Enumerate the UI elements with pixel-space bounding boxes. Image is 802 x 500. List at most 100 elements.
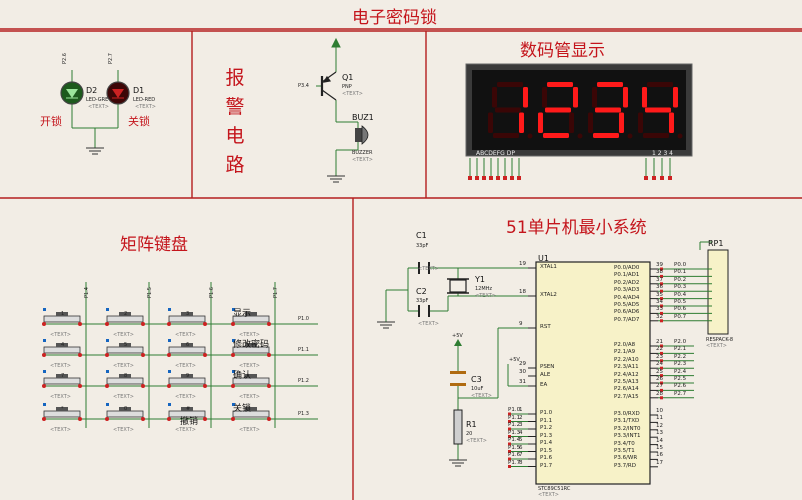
key-text: <TEXT> xyxy=(239,332,260,338)
p1-net-label: P1.0 xyxy=(508,407,521,413)
chip-right-pin-name: P0.3/AD3 xyxy=(614,287,640,294)
chip-right-pin-num: 24 xyxy=(656,361,663,368)
c3-ref: C3 xyxy=(471,375,482,384)
port-pin-end xyxy=(660,297,663,301)
d2-text: <TEXT> xyxy=(88,104,109,110)
segment-2-e xyxy=(538,112,543,133)
chip-left-pin-num: 7 xyxy=(519,452,523,458)
key-marker xyxy=(106,403,109,406)
p1-stub-end xyxy=(508,457,511,461)
q1-ref: Q1 xyxy=(342,73,354,82)
key-pin-right xyxy=(78,384,82,388)
chip-right-pin-num: 28 xyxy=(656,390,663,397)
c1-ref: C1 xyxy=(416,231,427,240)
p1-net-label: P1.5 xyxy=(508,444,521,451)
dp-3 xyxy=(627,133,633,139)
chip-right-pin-name: P0.4/AD4 xyxy=(614,294,640,301)
chip-right-pin-name: P2.2/A10 xyxy=(614,356,639,363)
d2-caption: 开锁 xyxy=(40,115,62,128)
mcu-parts xyxy=(418,249,729,485)
d1-part: LED-RED xyxy=(133,97,156,103)
key-label: 1 xyxy=(61,311,65,317)
buz-part: BUZZER xyxy=(352,150,373,156)
port-net-label: P0.0 xyxy=(674,262,687,268)
key-pin-right xyxy=(141,353,145,357)
chip-right-pin-num: 36 xyxy=(656,284,663,291)
d1-net: P2.7 xyxy=(108,53,114,64)
p1-net-label: P1.7 xyxy=(508,459,521,466)
key-pin-right xyxy=(267,384,271,388)
seg-pin-end xyxy=(468,176,472,180)
key-cap xyxy=(56,312,68,316)
key-text: <TEXT> xyxy=(50,427,71,433)
chip-right-pin-name: P0.1/AD1 xyxy=(614,272,640,279)
key-marker xyxy=(106,339,109,342)
key-pin-right xyxy=(141,322,145,326)
key-label: 9 xyxy=(186,373,190,379)
key-label: 显示 xyxy=(233,309,252,319)
key-label: 5 xyxy=(124,342,128,348)
segment-3-e xyxy=(588,112,593,133)
key-pin-left xyxy=(167,384,171,388)
p1-stub-end xyxy=(508,442,511,446)
key-marker xyxy=(43,308,46,311)
chip-left-pin-num: 9 xyxy=(519,321,523,327)
com-pin-end xyxy=(644,176,648,180)
segment-2-b xyxy=(573,87,578,108)
seg-pin-end xyxy=(482,176,486,180)
chip-text: <TEXT> xyxy=(538,492,559,498)
q1-text: <TEXT> xyxy=(342,91,363,97)
d2-net: P2.6 xyxy=(62,53,68,64)
segment-4-e xyxy=(638,112,643,133)
key-pin-right xyxy=(78,322,82,326)
port-net-label: P0.7 xyxy=(674,313,687,320)
port-pin-end xyxy=(660,344,663,348)
display-panel-title: 数码管显示 xyxy=(520,41,605,61)
segment-1-c xyxy=(519,112,524,133)
port-net-label: P2.0 xyxy=(674,339,687,345)
key-marker xyxy=(43,370,46,373)
d2-part: LED-GRE xyxy=(86,97,109,103)
key-text: <TEXT> xyxy=(113,394,134,400)
port-pin-end xyxy=(660,366,663,370)
key-pin-right xyxy=(203,384,207,388)
chip-left-pin-num: 6 xyxy=(519,444,523,451)
key-text: <TEXT> xyxy=(175,394,196,400)
key-pin-left xyxy=(231,322,235,326)
chip-right-pin-num: 27 xyxy=(656,383,663,390)
chip-right-pin-name: P3.5/T1 xyxy=(614,448,635,454)
port-net-label: P2.3 xyxy=(674,361,687,368)
chip-left-pin-name: PSEN xyxy=(540,364,555,370)
chip-left-pin-num: 8 xyxy=(519,459,523,466)
p1-stub-end xyxy=(508,450,511,453)
keypad-row-label: P1.1 xyxy=(298,347,309,353)
key-cap xyxy=(245,343,257,347)
chip-right-pin-num: 10 xyxy=(656,408,663,414)
port-net-label: P0.6 xyxy=(674,306,687,313)
key-pin-left xyxy=(231,384,235,388)
p1-stub-end xyxy=(508,412,511,416)
key-marker xyxy=(168,403,171,406)
key-text: <TEXT> xyxy=(239,394,260,400)
q1-net: P3.4 xyxy=(298,83,309,89)
chip-left-pin-name: RST xyxy=(540,324,551,330)
chip-right-pin-name: P2.0/A8 xyxy=(614,342,636,348)
key-cap xyxy=(56,343,68,347)
keypad-grid xyxy=(42,282,318,428)
key-pin-right xyxy=(267,417,271,421)
c2-text: <TEXT> xyxy=(418,321,439,327)
key-cap xyxy=(181,374,193,378)
seven-seg-pins xyxy=(468,158,672,180)
segment-3-d xyxy=(593,133,619,138)
key-label: 8 xyxy=(124,373,128,379)
chip-right-pin-num: 34 xyxy=(656,299,663,305)
seg-pin-end xyxy=(496,176,500,180)
p1-stub-end xyxy=(508,420,511,423)
key-label: # xyxy=(186,406,191,412)
key-marker xyxy=(232,370,235,373)
key-pin-right xyxy=(141,384,145,388)
key-pin-right xyxy=(203,417,207,421)
segment-3-a xyxy=(597,82,623,87)
seg-label: ABCDEFG DP xyxy=(476,150,515,157)
com-pin-end xyxy=(660,176,664,180)
